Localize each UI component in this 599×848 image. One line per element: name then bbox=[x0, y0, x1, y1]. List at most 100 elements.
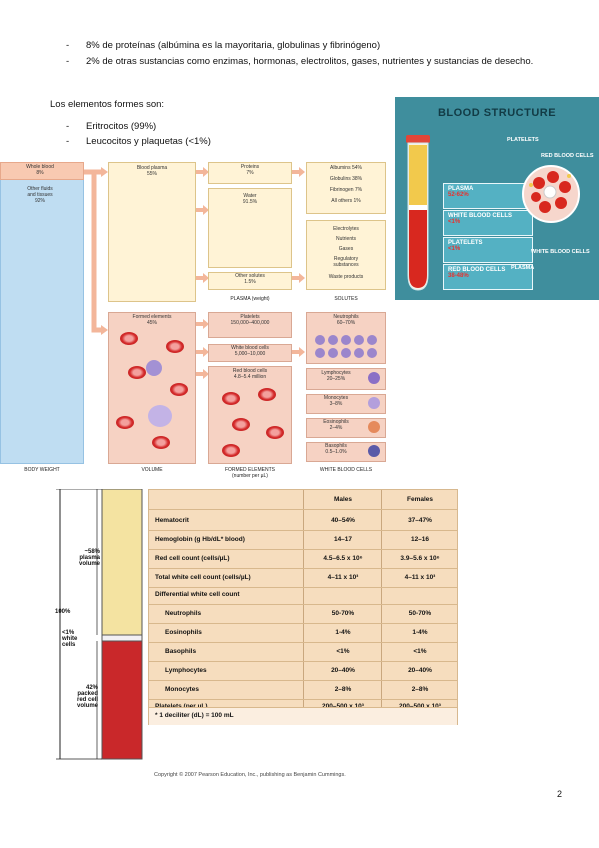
blood-plasma-panel bbox=[108, 162, 196, 302]
table-cell: 4–11 x 10³ bbox=[404, 574, 436, 581]
body-weight-caption: BODY WEIGHT bbox=[24, 467, 60, 473]
arrows-icon bbox=[292, 167, 305, 357]
formed-elements-caption: FORMED ELEMENTS (number per µL) bbox=[224, 467, 275, 479]
wbc-count-panel bbox=[208, 344, 292, 362]
white-blood-cell-icon bbox=[146, 360, 162, 376]
table-cell: 200–500 x 10³ bbox=[383, 703, 457, 710]
white-cells-label: <1% white cells bbox=[62, 630, 78, 648]
info-pct: 38-48% bbox=[448, 273, 469, 279]
table-cell: <1% bbox=[413, 648, 427, 655]
table-cell: Platelets (per µL) bbox=[155, 703, 208, 710]
table-row: Lymphocytes 20–40% 20–40% bbox=[149, 661, 457, 680]
table-row: Eosinophils 1-4% 1-4% bbox=[149, 623, 457, 642]
red-blood-cell-icon bbox=[166, 340, 184, 353]
info-name: PLATELETS bbox=[448, 240, 483, 246]
solute-item: Gases bbox=[338, 246, 354, 252]
table-row: Differential white cell count bbox=[149, 585, 457, 604]
blood-composition-diagram: Whole blood 8% Other fluids and tissues … bbox=[0, 160, 465, 488]
neutrophils-label: Neutrophils 60–70% bbox=[333, 314, 359, 326]
page-number: 2 bbox=[557, 789, 563, 799]
proteins-label: Proteins 7% bbox=[240, 164, 260, 176]
blood-structure-infographic: BLOOD STRUCTURE PLASMA 52-62% WHITE BLOO… bbox=[395, 97, 599, 300]
table-cell: 14–17 bbox=[333, 536, 353, 543]
table-cell: 3.9–5.6 x 10⁶ bbox=[400, 555, 440, 562]
eosinophils-panel bbox=[306, 418, 386, 438]
proteins-panel bbox=[208, 162, 292, 184]
lymphocyte-icon bbox=[368, 372, 380, 384]
red-blood-cell-icon bbox=[222, 392, 240, 405]
test-tube-icon bbox=[406, 135, 430, 291]
other-fluids-label: Other fluids and tissues 92% bbox=[27, 186, 53, 204]
solute-item: Globulins 38% bbox=[329, 176, 363, 182]
info-name: RED BLOOD CELLS bbox=[448, 267, 506, 273]
table-row: Red cell count (cells/µL) 4.5–6.5 x 10⁶ … bbox=[149, 549, 457, 568]
table-cell: 2–8% bbox=[334, 686, 352, 693]
bullet-dash: - bbox=[66, 40, 70, 51]
bullet-proteins: - 8% de proteínas (albúmina es la mayori… bbox=[66, 40, 586, 54]
bullet-leukocytes: - Leucocitos y plaquetas (<1%) bbox=[66, 136, 366, 150]
label-red-cells: RED BLOOD CELLS bbox=[541, 153, 594, 159]
table-cell: 2–8% bbox=[411, 686, 429, 693]
info-pct: 52-62% bbox=[448, 192, 469, 198]
other-solutes-panel bbox=[208, 272, 292, 290]
table-cell: 4.5–6.5 x 10⁶ bbox=[323, 555, 363, 562]
eosinophil-icon bbox=[368, 421, 380, 433]
monocyte-icon bbox=[368, 397, 380, 409]
blood-plasma-label: Blood plasma 55% bbox=[136, 165, 168, 177]
red-blood-cell-icon bbox=[258, 388, 276, 401]
other-solutes-list-panel bbox=[306, 220, 386, 290]
solute-item: Albumins 54% bbox=[330, 165, 362, 171]
bullet-text: 8% de proteínas (albúmina es la mayorita… bbox=[86, 40, 381, 51]
table-cell: 50-70% bbox=[331, 610, 355, 617]
table-header-row: Males Females bbox=[149, 490, 457, 509]
header-males: Males bbox=[333, 496, 353, 503]
other-solutes-label: Other solutes 1.5% bbox=[235, 273, 265, 285]
table-cell: Basophils bbox=[165, 648, 197, 655]
table-row: Hematocrit 40–54% 37–47% bbox=[149, 511, 457, 530]
bullet-text: Eritrocitos (99%) bbox=[86, 121, 157, 132]
platelets-label: Platelets 150,000–400,000 bbox=[230, 314, 270, 326]
bullet-other-substances: - 2% de otras sustancias como enzimas, h… bbox=[66, 56, 586, 70]
table-row: Neutrophils 50-70% 50-70% bbox=[149, 604, 457, 623]
neutrophils-icon bbox=[315, 335, 377, 358]
bullet-dash: - bbox=[66, 56, 70, 67]
bullet-text: Leucocitos y plaquetas (<1%) bbox=[86, 136, 211, 147]
monocytes-panel bbox=[306, 394, 386, 414]
table-cell: 20–40% bbox=[331, 667, 355, 674]
table-cell: 200–500 x 10³ bbox=[304, 703, 382, 710]
info-white-cells: WHITE BLOOD CELLS <1% bbox=[443, 210, 533, 236]
plasma-volume-label: ~58% plasma volume bbox=[78, 549, 100, 567]
label-platelets: PLATELETS bbox=[507, 137, 539, 143]
header-females: Females bbox=[406, 496, 434, 503]
table-cell: Total white cell count (cells/µL) bbox=[155, 574, 251, 581]
info-platelets: PLATELETS <1% bbox=[443, 237, 533, 263]
solutes-caption: SOLUTES bbox=[334, 296, 358, 302]
bullet-erythrocytes: - Eritrocitos (99%) bbox=[66, 121, 366, 135]
lymphocytes-label: Lymphocytes 20–25% bbox=[321, 370, 351, 382]
table-cell: Lymphocytes bbox=[165, 667, 207, 674]
table-cell: 40–54% bbox=[331, 517, 355, 524]
table-row: Hemoglobin (g Hb/dL* blood) 14–17 12–16 bbox=[149, 530, 457, 549]
monocytes-label: Monocytes 3–8% bbox=[323, 395, 349, 407]
solute-item: Regulatory substances bbox=[333, 256, 359, 268]
table-cell: <1% bbox=[336, 648, 350, 655]
whole-blood-label: Whole blood 8% bbox=[26, 164, 54, 176]
eosinophils-label: Eosinophils 2–4% bbox=[323, 419, 349, 431]
table-cell: 4–11 x 10³ bbox=[327, 574, 359, 581]
connector-arrow-icon bbox=[84, 167, 108, 335]
whole-blood-segment bbox=[0, 162, 84, 180]
table-cell: Hematocrit bbox=[155, 517, 189, 524]
red-blood-cell-icon bbox=[152, 436, 170, 449]
basophils-label: Basophils 0.5–1.0% bbox=[325, 443, 347, 455]
table-cell: 1-4% bbox=[335, 629, 351, 636]
table-cell: Hemoglobin (g Hb/dL* blood) bbox=[155, 536, 245, 543]
table-cell: Neutrophils bbox=[165, 610, 202, 617]
water-label: Water 91.5% bbox=[242, 193, 258, 205]
hematocrit-tube-icon bbox=[56, 489, 143, 760]
water-panel bbox=[208, 188, 292, 268]
info-name: WHITE BLOOD CELLS bbox=[448, 213, 512, 219]
basophil-icon bbox=[368, 445, 380, 457]
table-cell: Red cell count (cells/µL) bbox=[155, 555, 230, 562]
proteins-list-panel bbox=[306, 162, 386, 214]
table-row: Basophils <1% <1% bbox=[149, 642, 457, 661]
